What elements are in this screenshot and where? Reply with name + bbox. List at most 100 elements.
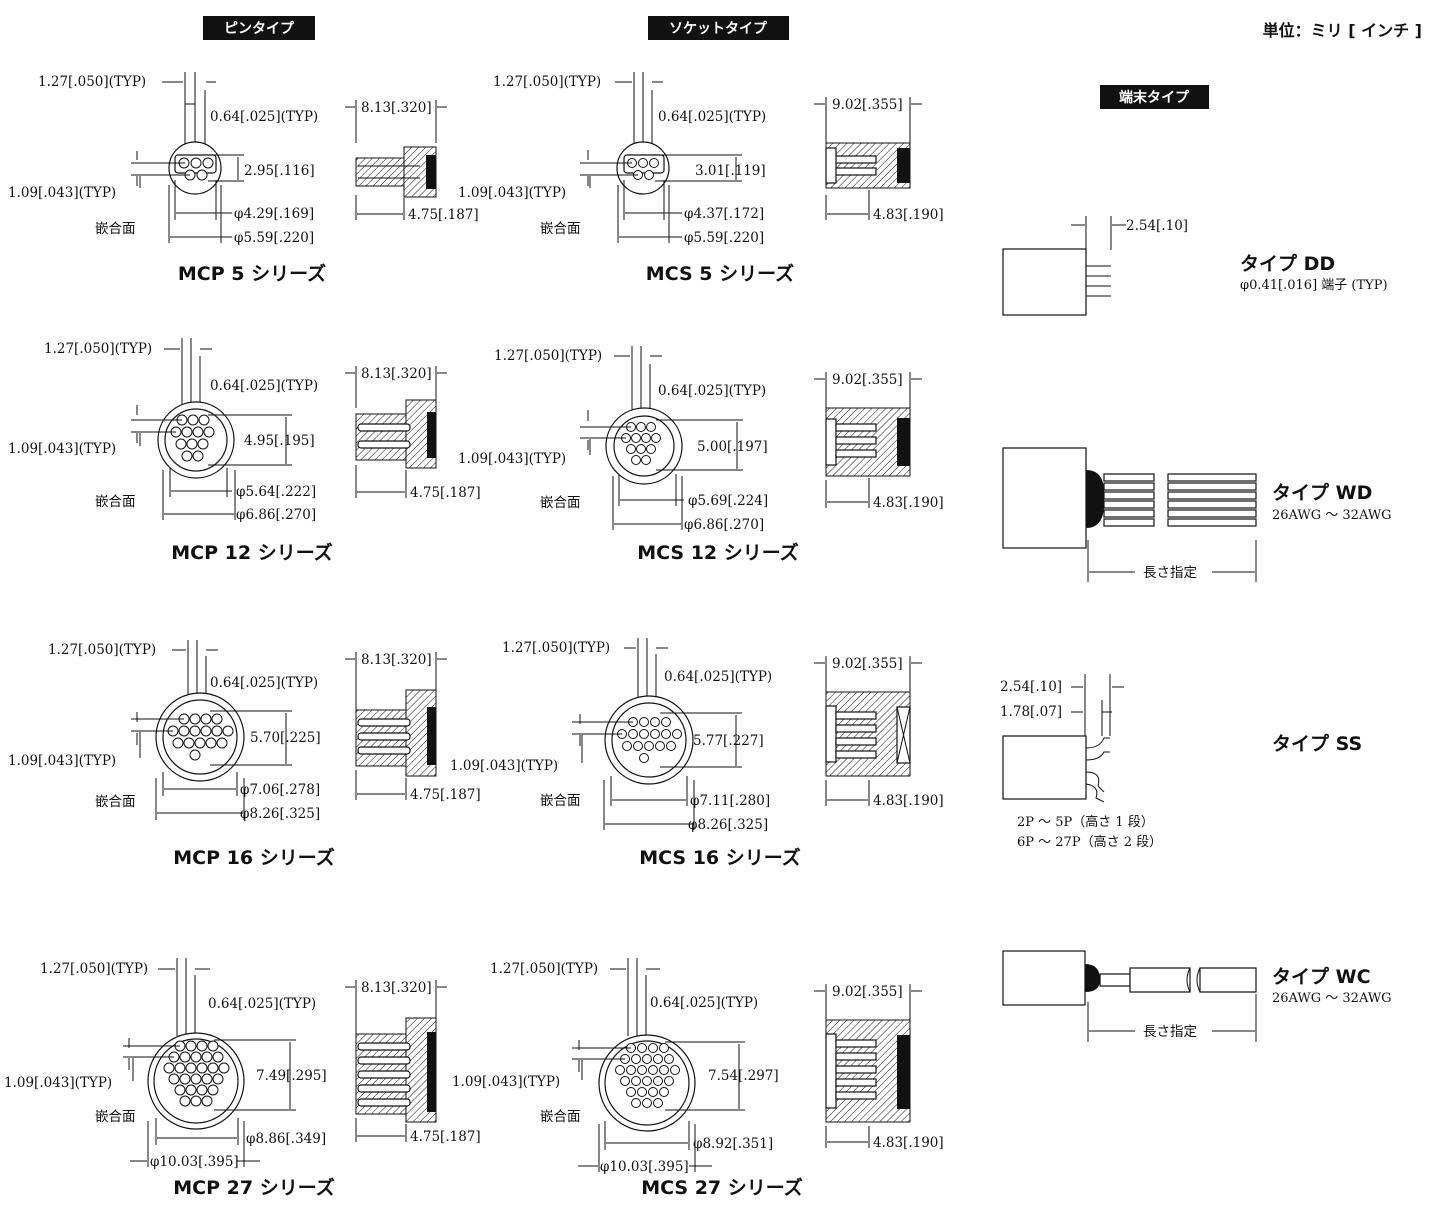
height-dim: 7.54[.297] xyxy=(708,1068,779,1084)
dd-type-name: タイプ DD xyxy=(1240,252,1335,275)
series-title: MCS 12 シリーズ xyxy=(637,541,799,564)
pin-type-label: ピンタイプ xyxy=(224,21,295,37)
body-length-dim: 8.13[.320] xyxy=(361,652,432,668)
pin-dia-dim: 0.64[.025](TYP) xyxy=(650,995,758,1011)
mcp12-drawing: 1.27[.050](TYP) 0.64[.025](TYP) 1.09[.04… xyxy=(8,338,481,564)
inner-dia-dim: φ5.64[.222] xyxy=(236,484,316,500)
body-length-dim: 8.13[.320] xyxy=(361,980,432,996)
height-dim: 5.70[.225] xyxy=(250,730,321,746)
inner-dia-dim: φ7.11[.280] xyxy=(690,793,770,809)
height-dim: 5.00[.197] xyxy=(697,439,768,455)
socket-type-label: ソケットタイプ xyxy=(669,21,768,37)
row-gap-dim: 1.09[.043](TYP) xyxy=(458,185,566,201)
series-title: MCP 16 シリーズ xyxy=(173,846,335,869)
pin-type-header: ピンタイプ xyxy=(203,16,315,40)
terminal-type-header: 端末タイプ xyxy=(1100,85,1209,109)
row-gap-dim: 1.09[.043](TYP) xyxy=(452,1074,560,1090)
outer-dia-dim: φ5.59[.220] xyxy=(684,230,764,246)
mating-length-dim: 4.75[.187] xyxy=(410,1129,481,1145)
height-dim: 4.95[.195] xyxy=(244,433,315,449)
mating-length-dim: 4.75[.187] xyxy=(408,207,479,223)
pitch-dim: 1.27[.050](TYP) xyxy=(494,348,602,364)
pitch-dim: 1.27[.050](TYP) xyxy=(490,961,598,977)
outer-dia-dim: φ6.86[.270] xyxy=(236,507,316,523)
pin-dia-dim: 0.64[.025](TYP) xyxy=(658,109,766,125)
height-dim: 2.95[.116] xyxy=(244,163,315,179)
mating-length-dim: 4.83[.190] xyxy=(873,1135,944,1151)
row-gap-dim: 1.09[.043](TYP) xyxy=(4,1075,112,1091)
body-length-dim: 9.02[.355] xyxy=(832,97,903,113)
wc-type-desc: 26AWG ～ 32AWG xyxy=(1272,991,1392,1006)
ss-note-2: 6P ～ 27P（高さ 2 段） xyxy=(1017,834,1162,850)
outer-dia-dim: φ10.03[.395] xyxy=(600,1159,689,1175)
inner-dia-dim: φ7.06[.278] xyxy=(240,782,320,798)
wc-type-name: タイプ WC xyxy=(1272,965,1371,988)
terminal-wc-drawing: 長さ指定 タイプ WC 26AWG ～ 32AWG xyxy=(1002,950,1392,1042)
mcp27-drawing: 1.27[.050](TYP) 0.64[.025](TYP) 1.09[.04… xyxy=(4,958,481,1199)
inner-dia-dim: φ4.37[.172] xyxy=(684,206,764,222)
pitch-dim: 1.27[.050](TYP) xyxy=(44,341,152,357)
pin-dia-dim: 0.64[.025](TYP) xyxy=(208,996,316,1012)
body-length-dim: 8.13[.320] xyxy=(361,366,432,382)
inner-dia-dim: φ8.92[.351] xyxy=(693,1136,773,1152)
mating-face-label: 嵌合面 xyxy=(540,221,581,237)
series-title: MCS 5 シリーズ xyxy=(646,262,794,285)
mcs12-drawing: 1.27[.050](TYP) 0.64[.025](TYP) 1.09[.04… xyxy=(458,346,944,564)
outer-dia-dim: φ8.26[.325] xyxy=(688,817,768,833)
wd-type-desc: 26AWG ～ 32AWG xyxy=(1272,508,1392,523)
outer-dia-dim: φ8.26[.325] xyxy=(240,806,320,822)
row-gap-dim: 1.09[.043](TYP) xyxy=(458,451,566,467)
wd-length-label: 長さ指定 xyxy=(1143,565,1197,581)
body-length-dim: 9.02[.355] xyxy=(832,984,903,1000)
pitch-dim: 1.27[.050](TYP) xyxy=(502,640,610,656)
pitch-dim: 1.27[.050](TYP) xyxy=(38,74,146,90)
row-gap-dim: 1.09[.043](TYP) xyxy=(8,753,116,769)
series-title: MCS 16 シリーズ xyxy=(639,846,801,869)
terminal-ss-drawing: 2.54[.10] 1.78[.07] タイプ SS 2P ～ 5P（高さ 1 … xyxy=(1000,674,1362,850)
height-dim: 3.01[.119] xyxy=(695,163,766,179)
row-gap-dim: 1.09[.043](TYP) xyxy=(8,185,116,201)
mcs27-drawing: 1.27[.050](TYP) 0.64[.025](TYP) 1.09[.04… xyxy=(452,958,944,1199)
pin-dia-dim: 0.64[.025](TYP) xyxy=(210,675,318,691)
outer-dia-dim: φ10.03[.395] xyxy=(150,1154,239,1170)
series-title: MCS 27 シリーズ xyxy=(641,1176,803,1199)
ss-dim-2: 1.78[.07] xyxy=(1000,704,1062,720)
terminal-type-label: 端末タイプ xyxy=(1119,89,1190,106)
mating-length-dim: 4.83[.190] xyxy=(873,495,944,511)
dd-pitch-dim: 2.54[.10] xyxy=(1126,218,1188,234)
outer-dia-dim: φ5.59[.220] xyxy=(234,230,314,246)
socket-type-header: ソケットタイプ xyxy=(648,16,789,40)
inner-dia-dim: φ5.69[.224] xyxy=(688,493,768,509)
wd-type-name: タイプ WD xyxy=(1272,481,1372,504)
mating-length-dim: 4.83[.190] xyxy=(873,793,944,809)
mcp16-drawing: 1.27[.050](TYP) 0.64[.025](TYP) 1.09[.04… xyxy=(8,640,481,869)
body-length-dim: 9.02[.355] xyxy=(832,656,903,672)
pin-dia-dim: 0.64[.025](TYP) xyxy=(664,669,772,685)
body-length-dim: 9.02[.355] xyxy=(832,372,903,388)
outer-dia-dim: φ6.86[.270] xyxy=(684,517,764,533)
dd-type-desc: φ0.41[.016] 端子 (TYP) xyxy=(1240,278,1388,293)
mating-face-label: 嵌合面 xyxy=(540,495,581,511)
mating-face-label: 嵌合面 xyxy=(95,494,136,510)
series-title: MCP 12 シリーズ xyxy=(171,541,333,564)
ss-dim-1: 2.54[.10] xyxy=(1000,679,1062,695)
row-gap-dim: 1.09[.043](TYP) xyxy=(8,441,116,457)
mcp5-drawing: MCP 5 シリーズ 1.27[.050](TYP) 0.64[.025](TY… xyxy=(8,72,479,285)
mating-face-label: 嵌合面 xyxy=(540,1109,581,1125)
inner-dia-dim: φ4.29[.169] xyxy=(234,206,314,222)
ss-note-1: 2P ～ 5P（高さ 1 段） xyxy=(1017,814,1154,830)
unit-note: 単位：ミリ [ インチ ] xyxy=(1263,21,1422,40)
mating-face-label: 嵌合面 xyxy=(95,1109,136,1125)
series-title: MCP 5 シリーズ xyxy=(178,262,326,285)
mcs5-drawing: 1.27[.050](TYP) 0.64[.025](TYP) 1.09[.04… xyxy=(458,72,944,285)
height-dim: 7.49[.295] xyxy=(256,1068,327,1084)
mating-length-dim: 4.75[.187] xyxy=(410,485,481,501)
pitch-dim: 1.27[.050](TYP) xyxy=(493,74,601,90)
pin-dia-dim: 0.64[.025](TYP) xyxy=(210,378,318,394)
series-title: MCP 27 シリーズ xyxy=(173,1176,335,1199)
pitch-dim: 1.27[.050](TYP) xyxy=(48,642,156,658)
wc-length-label: 長さ指定 xyxy=(1143,1024,1197,1040)
mating-face-label: 嵌合面 xyxy=(95,794,136,810)
row-gap-dim: 1.09[.043](TYP) xyxy=(450,758,558,774)
inner-dia-dim: φ8.86[.349] xyxy=(246,1131,326,1147)
